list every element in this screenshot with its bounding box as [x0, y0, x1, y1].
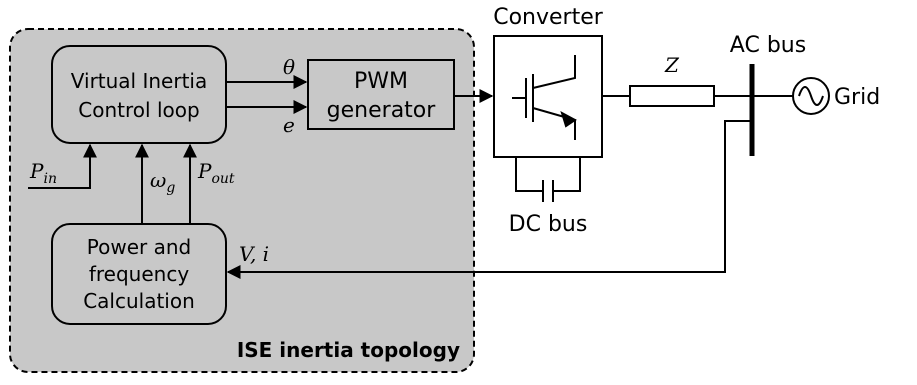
omega-g-label: ωg: [150, 168, 175, 196]
p-in-subscript: in: [43, 171, 57, 187]
ise-region-title: ISE inertia topology: [237, 338, 460, 362]
omega-g-subscript: g: [166, 180, 175, 196]
p-out-symbol: P: [197, 159, 212, 183]
p-out-label: Pout: [197, 159, 235, 187]
converter-block: [493, 35, 603, 158]
p-in-symbol: P: [29, 159, 44, 183]
p-out-subscript: out: [211, 171, 234, 187]
virtual-inertia-label-2: Control loop: [78, 98, 199, 122]
p-in-arrow: [28, 143, 97, 189]
e-label: e: [283, 113, 295, 137]
power-calc-label-2: frequency: [89, 262, 189, 286]
pwm-generator-block: [307, 59, 455, 130]
power-calc-label-3: Calculation: [83, 289, 195, 313]
p-in-label: Pin: [29, 159, 57, 187]
omega-g-symbol: ω: [150, 168, 166, 192]
impedance-z-block: [629, 85, 715, 107]
grid-label: Grid: [834, 85, 880, 110]
dc-bus-label: DC bus: [509, 212, 588, 237]
v-i-feedback-arrow: [226, 120, 752, 279]
ac-bus-label: AC bus: [730, 33, 806, 58]
theta-label: θ: [283, 55, 295, 79]
igbt-icon: [512, 55, 577, 140]
impedance-z-label: Z: [664, 53, 680, 77]
v-i-label: V, i: [239, 242, 269, 266]
pwm-label-2: generator: [327, 98, 437, 123]
virtual-inertia-block: [51, 45, 227, 144]
power-calc-block: [51, 223, 227, 325]
sine-wave-icon: [798, 86, 824, 106]
power-calc-label-1: Power and: [87, 235, 191, 259]
pwm-label-1: PWM: [354, 69, 408, 94]
virtual-inertia-label-1: Virtual Inertia: [71, 69, 207, 93]
converter-title: Converter: [493, 5, 604, 30]
dc-bus-capacitor-icon: [515, 157, 581, 202]
